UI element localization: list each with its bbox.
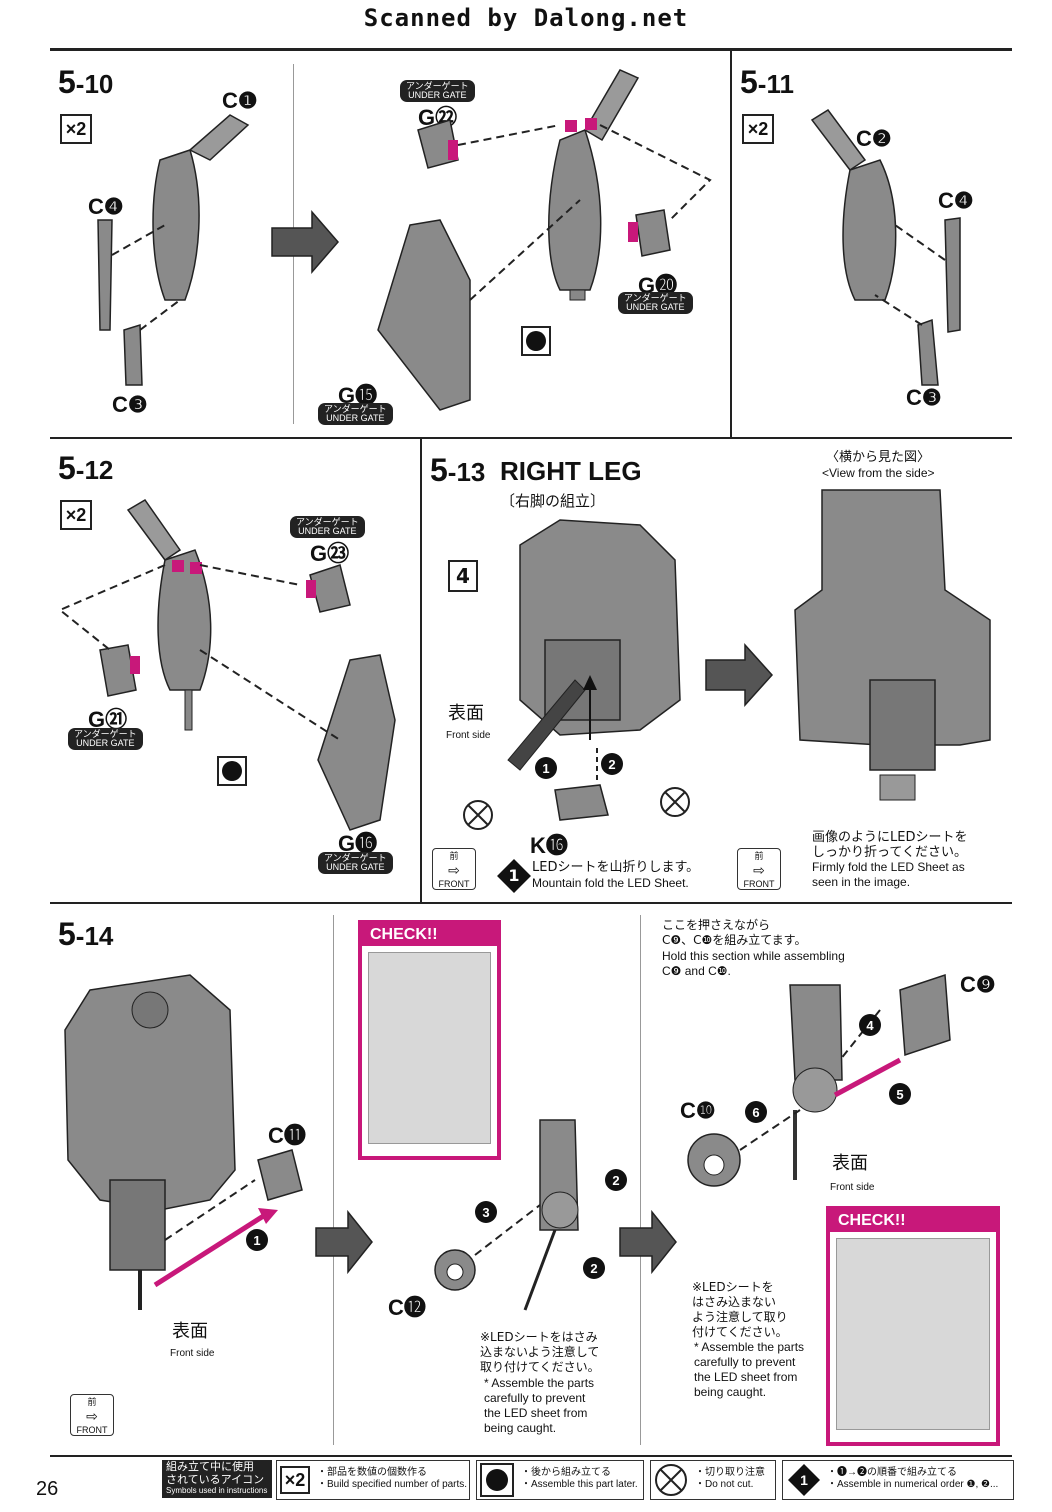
- scan-header: Scanned by Dalong.net: [363, 4, 689, 32]
- legend-item: 1 ・❶→❷の順番で組み立てる・Assemble in numerical or…: [782, 1460, 1014, 1500]
- step-5-14-title: 5-14: [58, 916, 114, 952]
- svg-text:2: 2: [612, 1173, 619, 1188]
- svg-text:2: 2: [590, 1261, 597, 1276]
- top-rule: [50, 48, 1012, 51]
- front-indicator: 前⇨FRONT: [737, 848, 781, 890]
- numbered-step-icon: 1: [788, 1464, 820, 1496]
- check-photo: [368, 952, 491, 1144]
- step-title-jp: 〔右脚の組立〕: [500, 492, 606, 510]
- svg-text:1: 1: [542, 761, 549, 776]
- part-label: C❹: [938, 188, 974, 213]
- legend-item: ・切り取り注意・Do not cut.: [650, 1460, 776, 1500]
- svg-text:4: 4: [866, 1018, 874, 1033]
- divider: [730, 51, 732, 437]
- care-note-jp: ※LEDシートをはさみ込まないよう注意して取り付けてください。: [480, 1330, 600, 1374]
- part-label: C⓬: [388, 1295, 426, 1320]
- svg-text:3: 3: [482, 1205, 489, 1220]
- fold-instruction-en: Mountain fold the LED Sheet.: [532, 876, 689, 890]
- view-label-en: <View from the side>: [822, 466, 935, 480]
- row1-rule: [50, 437, 1012, 439]
- part-label: C❹: [88, 194, 124, 219]
- part-label: C❸: [112, 392, 148, 417]
- part-label: C❶: [222, 88, 258, 113]
- legend-text: ・❶→❷の順番で組み立てる・Assemble in numerical orde…: [827, 1467, 999, 1490]
- svg-text:1: 1: [253, 1233, 260, 1248]
- front-indicator: 前⇨FRONT: [432, 848, 476, 890]
- legend-text: ・部品を数値の個数作る・Build specified number of pa…: [317, 1467, 468, 1490]
- multiplier-badge: ×2: [742, 114, 774, 144]
- divider: [333, 915, 334, 1445]
- step-title-text: RIGHT LEG: [500, 456, 642, 486]
- multiplier-badge: ×2: [60, 500, 92, 530]
- check-box: CHECK!!: [826, 1206, 1000, 1446]
- check-label: CHECK!!: [362, 924, 497, 946]
- multiplier-badge: ×2: [60, 114, 92, 144]
- front-side-jp: 表面: [832, 1153, 868, 1174]
- view-label-jp: 〈横から見た図〉: [826, 450, 931, 465]
- part-label: G㉑: [88, 707, 128, 732]
- part-label: C❸: [906, 385, 942, 410]
- part-label: G⓰: [338, 831, 378, 856]
- reference-box: 4: [448, 560, 478, 592]
- legend-item: ・後から組み立てる・Assemble this part later.: [476, 1460, 644, 1500]
- step-5-13-title: 5-13: [430, 452, 486, 488]
- legend-item: ×2 ・部品を数値の個数作る・Build specified number of…: [276, 1460, 470, 1500]
- check-label: CHECK!!: [830, 1210, 996, 1232]
- page-number: 26: [36, 1478, 59, 1500]
- check-box: CHECK!!: [358, 920, 501, 1160]
- front-side-jp: 表面: [448, 703, 484, 724]
- part-label: C⓫: [268, 1123, 306, 1148]
- front-side-en: Front side: [830, 1182, 875, 1193]
- part-label: K⓰: [530, 833, 568, 858]
- multiplier-icon: ×2: [280, 1466, 310, 1494]
- part-label: G㉓: [310, 541, 350, 566]
- svg-text:6: 6: [752, 1105, 759, 1120]
- row2-rule: [50, 902, 1012, 904]
- svg-text:5: 5: [896, 1087, 903, 1102]
- front-side-jp: 表面: [172, 1321, 208, 1342]
- legend-title: 組み立て中に使用 されているアイコン Symbols used in instr…: [162, 1460, 272, 1498]
- svg-text:2: 2: [608, 757, 615, 772]
- part-label: C❾: [960, 972, 996, 997]
- care-note-jp: ※LEDシートをはさみ込まないよう注意して取り付けてください。: [692, 1280, 788, 1339]
- do-not-cut-icon: [655, 1464, 687, 1496]
- step-5-10-title: 5-10: [58, 64, 114, 100]
- check-photo: [836, 1238, 990, 1430]
- step-5-11-title: 5-11: [740, 64, 794, 100]
- svg-text:1: 1: [800, 1472, 808, 1488]
- legend-text: ・切り取り注意・Do not cut.: [695, 1467, 765, 1490]
- part-label: C❷: [856, 126, 892, 151]
- divider: [420, 439, 422, 902]
- divider: [640, 915, 641, 1445]
- front-indicator: 前⇨FRONT: [70, 1394, 114, 1436]
- firm-instruction-jp: 画像のようにLEDシートをしっかり折ってください。: [812, 830, 968, 860]
- bottom-rule: [50, 1455, 1012, 1457]
- step-number-label: 1: [508, 866, 520, 885]
- assemble-later-icon: [480, 1463, 514, 1497]
- fold-instruction-jp: LEDシートを山折りします。: [532, 860, 700, 875]
- front-side-en: Front side: [170, 1348, 215, 1359]
- step-5-12-title: 5-12: [58, 450, 114, 486]
- part-label: C❿: [680, 1098, 716, 1123]
- legend-text: ・後から組み立てる・Assemble this part later.: [521, 1467, 638, 1490]
- front-side-en: Front side: [446, 730, 491, 741]
